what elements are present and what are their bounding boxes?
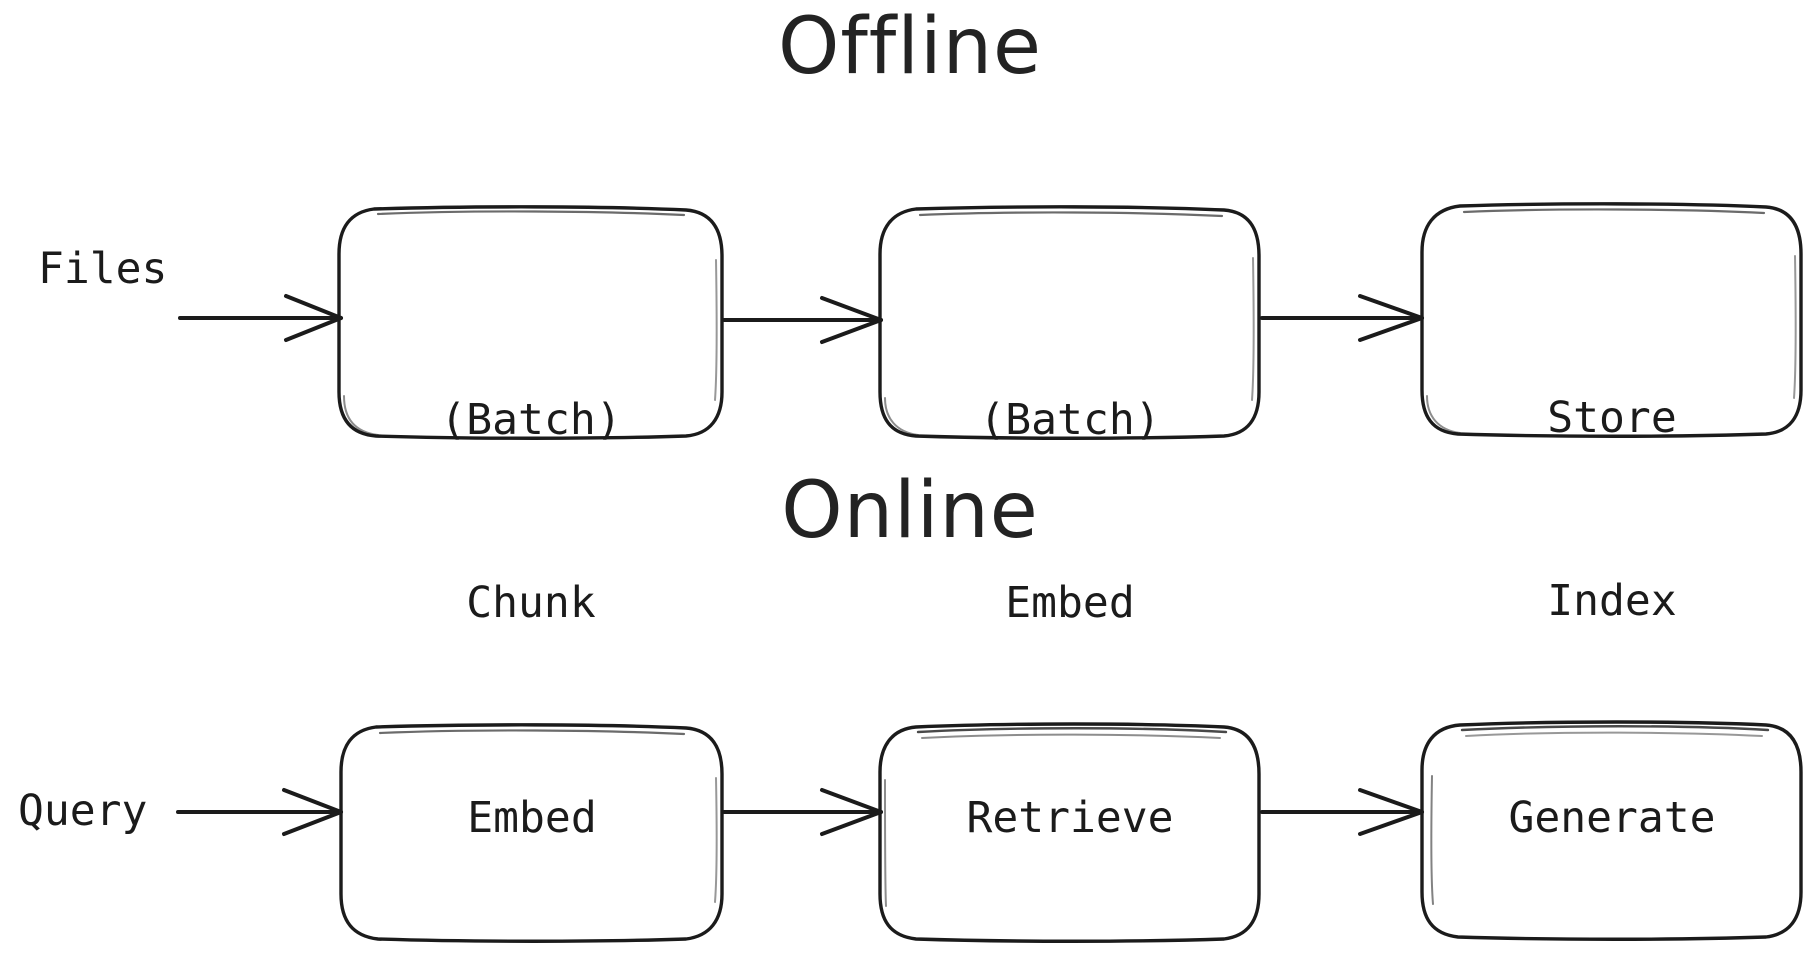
node-batch-embed[interactable] <box>880 208 1260 438</box>
node-box-embed <box>339 723 724 943</box>
node-box-store-index <box>1420 202 1803 438</box>
node-retrieve[interactable] <box>880 726 1260 942</box>
node-embed[interactable] <box>341 726 723 942</box>
node-box-batch-embed <box>878 205 1261 440</box>
node-batch-chunk[interactable] <box>339 208 723 438</box>
node-box-batch-chunk <box>337 205 724 440</box>
edge-files-to-batch-chunk <box>178 294 343 342</box>
edge-embed-to-retrieve <box>722 788 883 836</box>
input-label-files: Files <box>38 244 168 294</box>
section-title-online: Online <box>781 466 1039 556</box>
node-generate[interactable] <box>1422 724 1802 940</box>
node-box-retrieve <box>878 722 1261 943</box>
edge-query-to-embed <box>176 788 343 836</box>
edge-retrieve-to-generate <box>1260 788 1424 836</box>
input-label-query: Query <box>18 786 148 836</box>
section-title-offline: Offline <box>777 2 1043 92</box>
edge-batch-embed-to-store-index <box>1260 294 1424 342</box>
node-store-index[interactable] <box>1422 206 1802 436</box>
node-box-generate <box>1420 720 1803 941</box>
edge-batch-chunk-to-batch-embed <box>722 296 883 344</box>
